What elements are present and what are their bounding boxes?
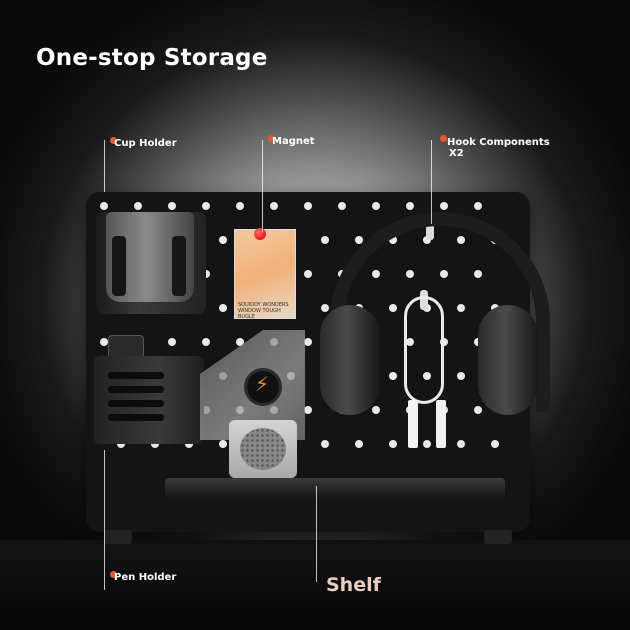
pegboard-hole: [406, 202, 414, 210]
headphones-ear-cup-right: [478, 305, 538, 415]
usb-plug: [436, 400, 446, 448]
pegboard-hole: [202, 338, 210, 346]
pegboard-hole: [219, 236, 227, 244]
pegboard-hole: [219, 440, 227, 448]
label-pen-holder: Pen Holder: [114, 572, 177, 583]
label-hook-components: Hook Components: [447, 137, 550, 148]
speaker-grille: [240, 428, 286, 470]
pegboard-hole: [372, 202, 380, 210]
usb-cable: [404, 296, 444, 404]
callout-dot: [110, 571, 117, 578]
pegboard-hole: [304, 338, 312, 346]
label-shelf: Shelf: [326, 574, 381, 596]
callout-dot: [440, 135, 447, 142]
callout-line-magnet: [262, 140, 263, 232]
pegboard-hole: [151, 440, 159, 448]
pegboard-hole: [168, 338, 176, 346]
label-cup-holder: Cup Holder: [114, 138, 177, 149]
pegboard-hole: [338, 202, 346, 210]
pen-holder-slot: [108, 414, 164, 421]
pegboard-hole: [321, 440, 329, 448]
pegboard-hole: [236, 338, 244, 346]
pegboard-hole: [474, 202, 482, 210]
callout-line-shelf: [316, 486, 317, 582]
callout-dot: [110, 137, 117, 144]
pegboard-hole: [491, 440, 499, 448]
pegboard-hole: [355, 236, 363, 244]
usb-plug: [408, 400, 418, 448]
callout-line-cup-holder: [104, 140, 105, 192]
board-foot-right: [484, 530, 512, 544]
floor: [0, 540, 630, 630]
callout-line-hook: [431, 140, 432, 224]
wireless-charger: [244, 368, 282, 406]
label-magnet: Magnet: [272, 136, 315, 147]
cup-holder-slot: [172, 236, 186, 296]
pegboard-hole: [219, 304, 227, 312]
pegboard-hole: [100, 202, 108, 210]
pegboard-hole: [389, 440, 397, 448]
pegboard-hole: [304, 406, 312, 414]
pen-holder-slot: [108, 400, 164, 407]
headphones-ear-cup-left: [320, 305, 380, 415]
pegboard-hole: [270, 202, 278, 210]
pegboard-hole: [134, 202, 142, 210]
magnet-card-text: SQUIDDY WONDERS WINDOW TOUGH BUGLE: [238, 302, 289, 320]
pegboard-hole: [355, 440, 363, 448]
pegboard-hole: [304, 270, 312, 278]
pen-holder-slot: [108, 372, 164, 379]
pegboard-hole: [185, 440, 193, 448]
lightning-bolt-icon: ⚡: [255, 372, 270, 396]
pegboard-hole: [117, 440, 125, 448]
magnet-card: SQUIDDY WONDERS WINDOW TOUGH BUGLE: [234, 229, 296, 320]
label-hook-count: X2: [449, 148, 464, 159]
pegboard-hole: [321, 236, 329, 244]
cup-holder-slot: [112, 236, 126, 296]
pen-holder-slot: [108, 386, 164, 393]
pegboard-hole: [236, 202, 244, 210]
board-foot-left: [104, 530, 132, 544]
pegboard-hole: [304, 202, 312, 210]
callout-line-pen-holder: [104, 450, 105, 590]
callout-dot: [268, 135, 275, 142]
pegboard-hole: [321, 304, 329, 312]
pegboard-hole: [100, 338, 108, 346]
magnet-pin: [254, 228, 266, 240]
shelf: [165, 478, 505, 498]
pegboard-hole: [202, 270, 210, 278]
pegboard-hole: [168, 202, 176, 210]
pegboard-hole: [202, 202, 210, 210]
pegboard-hole: [423, 440, 431, 448]
page-title: One-stop Storage: [36, 45, 268, 71]
pegboard-hole: [457, 440, 465, 448]
pegboard-hole: [440, 202, 448, 210]
